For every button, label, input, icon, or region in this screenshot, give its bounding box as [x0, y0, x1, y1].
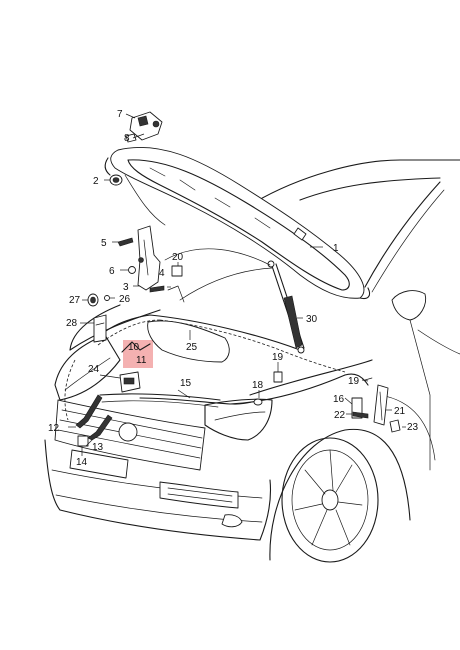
callout-16: 16 [333, 394, 345, 405]
callout-4: 4 [159, 268, 165, 279]
callout-3: 3 [123, 282, 129, 293]
callout-14: 14 [76, 457, 88, 468]
callout-5: 5 [101, 238, 107, 249]
hinge-bracket [117, 225, 165, 293]
callout-12: 12 [48, 423, 60, 434]
callout-20: 20 [172, 252, 184, 263]
callout-19-right: 19 [348, 376, 360, 387]
front-wheel [281, 437, 379, 563]
callout-11: 11 [136, 355, 147, 366]
callout-13: 13 [92, 442, 104, 453]
callout-28: 28 [66, 318, 78, 329]
callout-19-top: 19 [272, 352, 284, 363]
callout-30: 30 [306, 314, 318, 325]
callout-25: 25 [186, 342, 198, 353]
bonnet [104, 146, 371, 354]
clip-20 [167, 265, 185, 303]
callout-27: 27 [69, 295, 81, 306]
clip-14 [77, 435, 89, 447]
callout-2: 2 [93, 176, 99, 187]
callout-18: 18 [252, 380, 264, 391]
callout-24: 24 [88, 364, 100, 375]
callout-15: 15 [180, 378, 192, 389]
callout-26: 26 [119, 294, 131, 305]
callout-1: 1 [333, 243, 339, 254]
callout-23: 23 [407, 422, 419, 433]
left-front-bracket [87, 293, 110, 343]
release-lever-group [273, 371, 401, 433]
engine-bay [64, 314, 346, 441]
callout-7: 7 [117, 109, 123, 120]
callout-labels: 7 8 2 1 5 6 3 4 20 27 26 28 30 25 10 11 … [48, 109, 419, 468]
callout-22: 22 [334, 410, 346, 421]
leader-lines [68, 113, 406, 456]
callout-8: 8 [124, 133, 130, 144]
callout-21: 21 [394, 406, 406, 417]
buffer-grommet [109, 174, 123, 186]
callout-6: 6 [109, 266, 115, 277]
hinge-top [125, 111, 163, 143]
callout-10: 10 [128, 342, 140, 353]
